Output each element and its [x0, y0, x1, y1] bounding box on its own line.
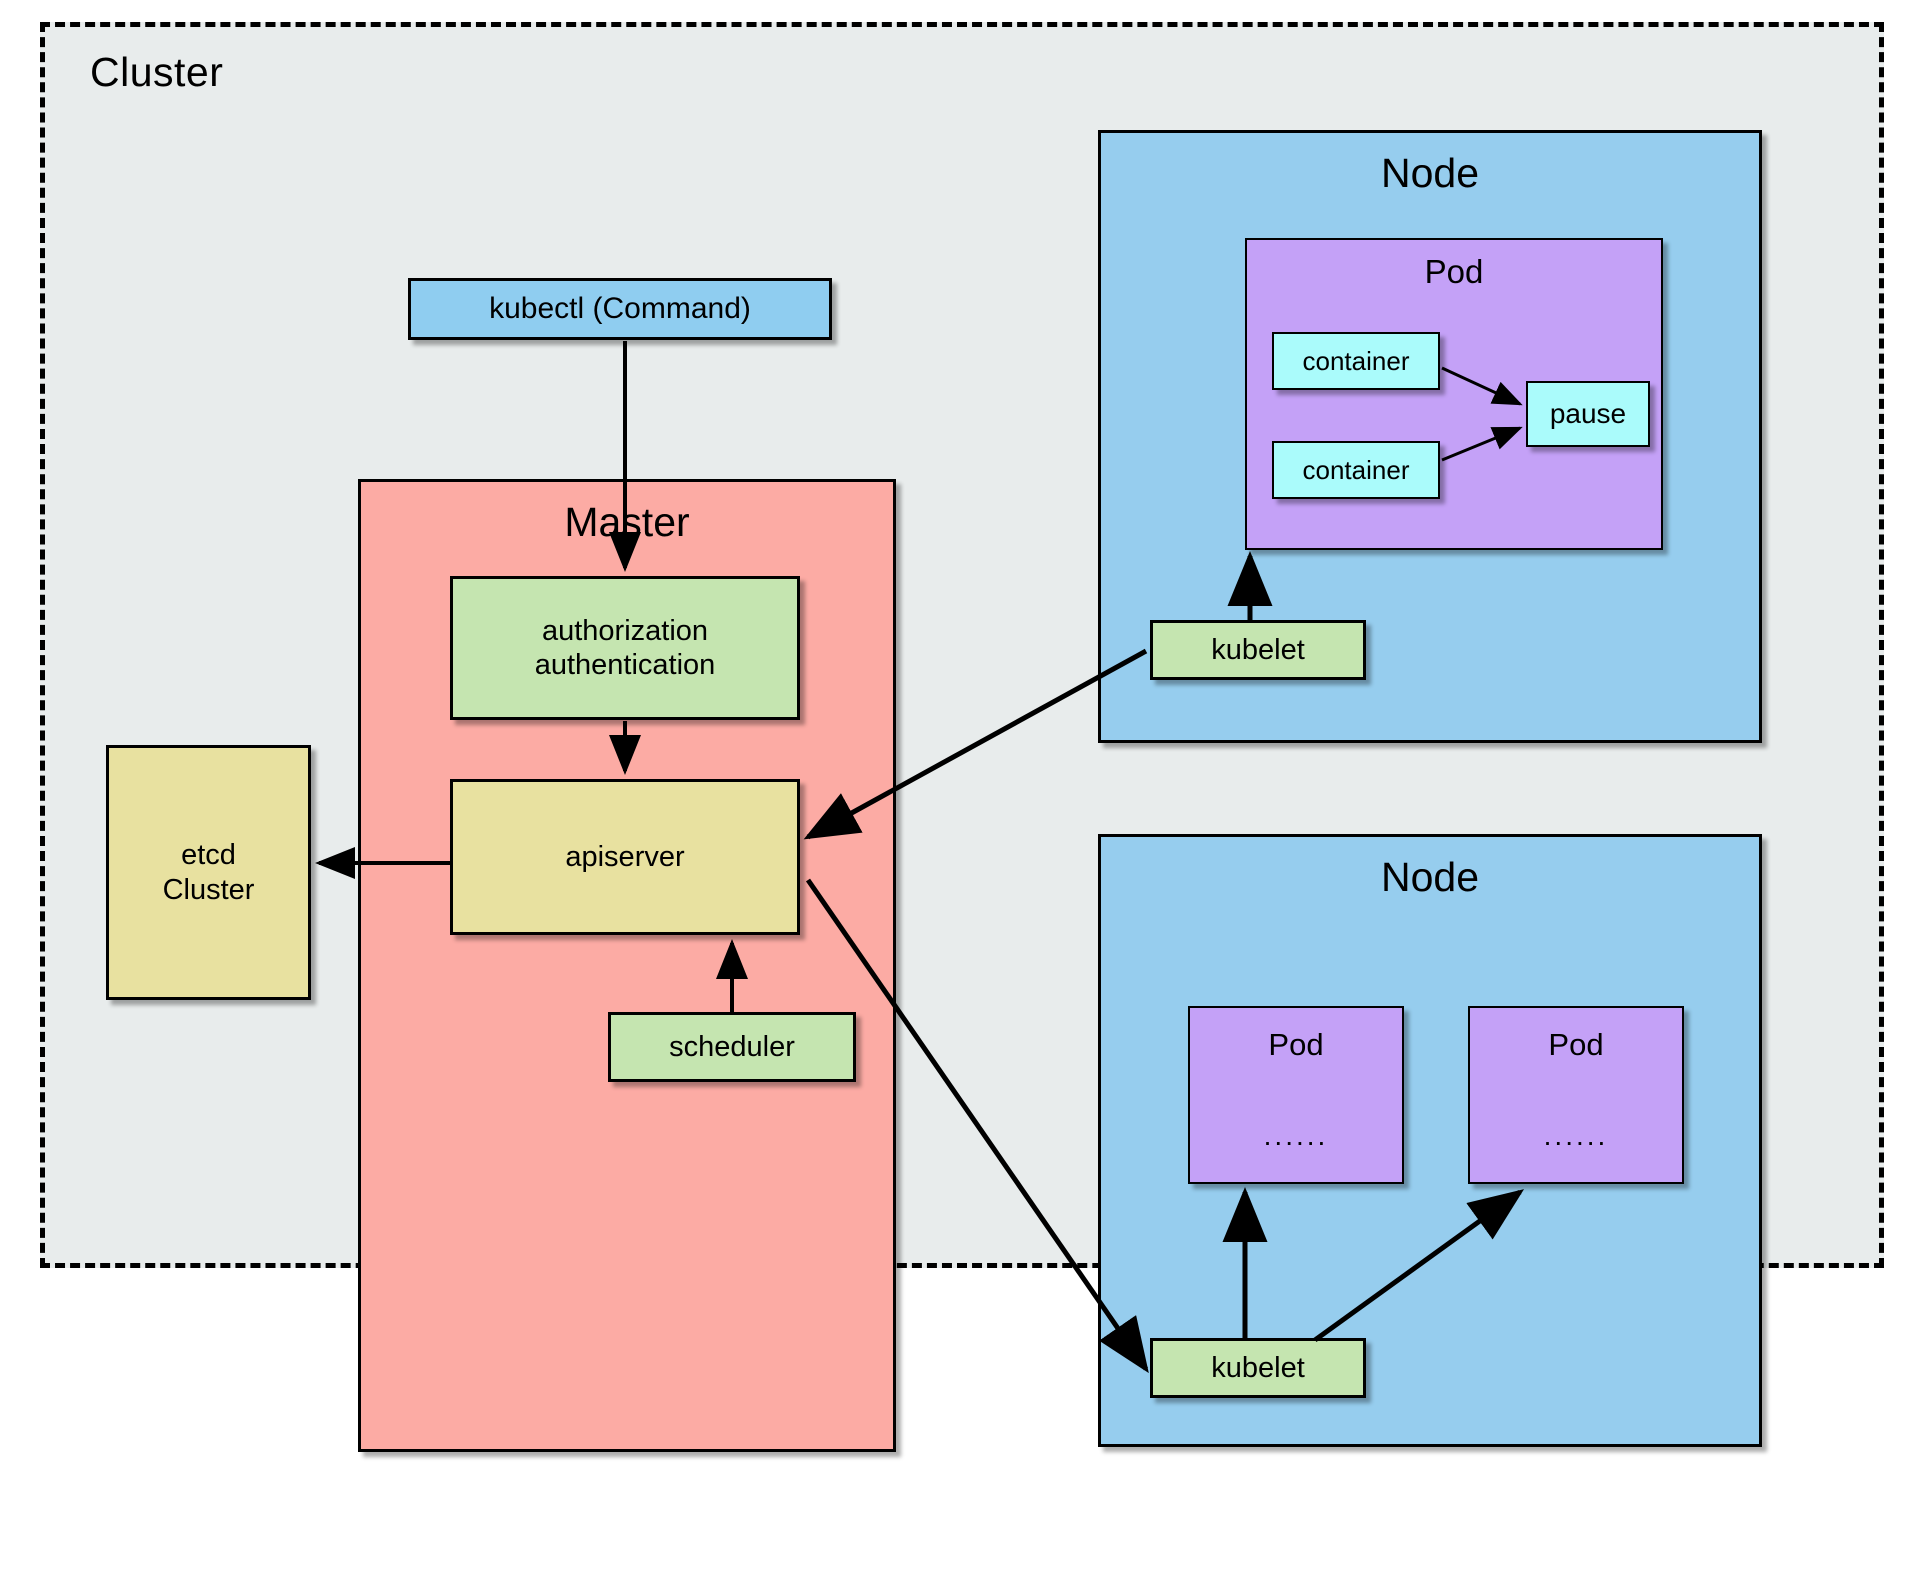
scheduler-box[interactable]: scheduler [608, 1012, 856, 1082]
node-top-label: Node [1380, 150, 1479, 196]
apiserver-label: apiserver [565, 840, 685, 873]
master-label: Master [564, 499, 690, 545]
node-bottom-kubelet-label: kubelet [1211, 1351, 1305, 1384]
node-bottom-pod-2-ellipsis: ...... [1543, 1120, 1609, 1151]
node-top-pod-container-2[interactable]: container [1272, 441, 1440, 499]
node-bottom-pod-2-label: Pod [1548, 1027, 1604, 1062]
node-bottom-pod-1-label: Pod [1268, 1027, 1324, 1062]
etcd-label: etcd [181, 839, 236, 872]
node-top-pod-container-1[interactable]: container [1272, 332, 1440, 390]
authorization-label: authorization [541, 614, 709, 647]
pause-label: pause [1549, 398, 1627, 430]
kubectl-label: kubectl (Command) [489, 292, 751, 326]
node-bottom-kubelet-box[interactable]: kubelet [1150, 1338, 1366, 1398]
etcd-cluster-box[interactable]: etcd Cluster [106, 745, 311, 1000]
pause-container-box[interactable]: pause [1526, 381, 1650, 447]
node-bottom-pod-1: Pod ...... [1188, 1006, 1404, 1184]
node-top-kubelet-label: kubelet [1211, 633, 1305, 666]
node-bottom-pod-2: Pod ...... [1468, 1006, 1684, 1184]
auth-label-wrapper: authorization authentication [453, 579, 797, 717]
authentication-label: authentication [534, 649, 716, 681]
etcd-cluster-label: Cluster [162, 873, 255, 906]
etcd-label-wrapper: etcd Cluster [109, 748, 308, 997]
node-top-kubelet-box[interactable]: kubelet [1150, 620, 1366, 680]
scheduler-label: scheduler [669, 1030, 795, 1063]
node-top-pod-label: Pod [1424, 253, 1484, 290]
apiserver-box[interactable]: apiserver [450, 779, 800, 935]
authorization-authentication-box[interactable]: authorization authentication [450, 576, 800, 720]
node-bottom-label: Node [1380, 854, 1479, 900]
node-bottom-pod-1-ellipsis: ...... [1263, 1120, 1329, 1151]
container-1-label: container [1302, 345, 1410, 376]
kubectl-command-box[interactable]: kubectl (Command) [408, 278, 832, 340]
container-2-label: container [1302, 454, 1410, 485]
cluster-label: Cluster [90, 49, 224, 95]
